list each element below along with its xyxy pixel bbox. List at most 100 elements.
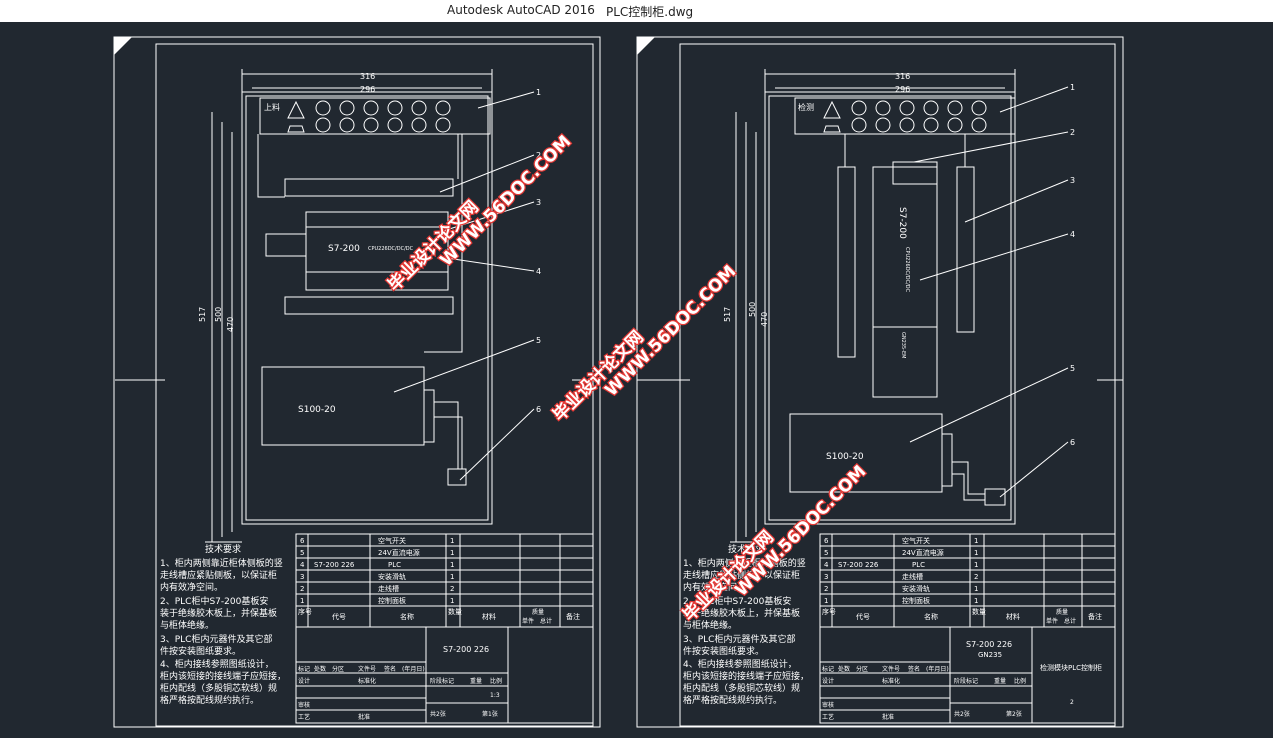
svg-text:审核: 审核	[298, 701, 310, 709]
svg-text:装于绝缘胶木板上，并保基板: 装于绝缘胶木板上，并保基板	[683, 607, 800, 619]
title-block-left: S7-200 226 标记 处数 分区 文件号 签名 (年月日) 设计 标准化 …	[295, 626, 594, 724]
sheet-outer-border	[113, 36, 601, 728]
svg-text:CPU226DC/DC/DC: CPU226DC/DC/DC	[904, 247, 910, 293]
file-title: PLC控制柜.dwg	[606, 5, 694, 19]
svg-text:1: 1	[450, 597, 454, 605]
sheet-inner-border	[679, 43, 1116, 727]
air-switch	[447, 468, 467, 486]
svg-text:GN235-EM: GN235-EM	[900, 332, 906, 358]
power-supply	[789, 413, 943, 493]
svg-text:格严格按配线规约执行。: 格严格按配线规约执行。	[160, 694, 259, 706]
svg-text:件按安装图纸要求。: 件按安装图纸要求。	[683, 645, 764, 657]
svg-text:空气开关: 空气开关	[378, 536, 406, 545]
svg-text:2: 2	[300, 585, 304, 593]
svg-text:内有效净空间。: 内有效净空间。	[160, 581, 223, 593]
cabinet-outline	[241, 91, 493, 525]
svg-text:4: 4	[824, 561, 829, 569]
svg-text:3: 3	[824, 573, 828, 581]
svg-text:1、柜内两侧靠近柜体侧板的竖: 1、柜内两侧靠近柜体侧板的竖	[160, 557, 283, 569]
wire-duct-right	[956, 166, 975, 333]
svg-text:装于绝缘胶木板上，并保基板: 装于绝缘胶木板上，并保基板	[160, 607, 277, 619]
svg-text:柜内该短接的接线端子应短接，: 柜内该短接的接线端子应短接，	[683, 670, 809, 682]
panel-label: 检测	[798, 102, 814, 112]
svg-text:1: 1	[450, 537, 454, 545]
svg-text:S7-200 226: S7-200 226	[838, 561, 879, 569]
indicator-lamps	[851, 100, 987, 133]
drawing-name: 检测模块PLC控制柜	[1040, 663, 1102, 672]
svg-text:批准: 批准	[358, 713, 370, 721]
dim-width-outer: 316	[360, 72, 375, 81]
balloon-1: 1	[536, 88, 541, 97]
wire-duct-top	[284, 178, 454, 197]
svg-text:5: 5	[824, 549, 828, 557]
svg-text:设计: 设计	[298, 677, 310, 685]
svg-text:空气开关: 空气开关	[902, 536, 930, 545]
svg-text:柜内配线（多股铜芯软线）规: 柜内配线（多股铜芯软线）规	[683, 682, 800, 694]
svg-text:处数: 处数	[838, 665, 850, 673]
svg-text:与柜体绝缘。: 与柜体绝缘。	[160, 619, 214, 631]
svg-text:比例: 比例	[490, 677, 502, 685]
sheet-corner-mark	[637, 37, 655, 55]
svg-text:数量: 数量	[448, 607, 462, 616]
dim-height-2: 500	[214, 307, 223, 322]
svg-text:1: 1	[974, 597, 978, 605]
svg-text:备注: 备注	[566, 612, 580, 621]
svg-text:走线槽: 走线槽	[378, 584, 399, 593]
svg-text:24V直流电源: 24V直流电源	[378, 548, 420, 557]
svg-text:6: 6	[1070, 438, 1075, 447]
svg-text:2: 2	[1070, 128, 1075, 137]
svg-text:重量: 重量	[470, 677, 482, 685]
svg-text:内有效净空间。: 内有效净空间。	[683, 581, 746, 593]
svg-text:安装滑轨: 安装滑轨	[378, 572, 406, 581]
svg-text:第2张: 第2张	[1006, 710, 1022, 718]
svg-text:4: 4	[300, 561, 305, 569]
svg-text:500: 500	[748, 302, 757, 317]
svg-text:走线槽应紧贴侧板，以保证柜: 走线槽应紧贴侧板，以保证柜	[160, 569, 277, 581]
svg-text:标准化: 标准化	[358, 677, 376, 685]
svg-text:走线槽应紧贴侧板，以保证柜: 走线槽应紧贴侧板，以保证柜	[683, 569, 800, 581]
app-title: Autodesk AutoCAD 2016	[447, 3, 595, 17]
sheet-inner-border	[155, 43, 594, 727]
control-panel	[259, 97, 491, 135]
svg-text:批准: 批准	[882, 713, 894, 721]
svg-text:数量: 数量	[972, 607, 986, 616]
plc-model-label: CPU226DC/DC/DC	[368, 246, 414, 252]
dim-width-inner: 296	[360, 85, 375, 94]
svg-text:6: 6	[300, 537, 305, 545]
sheet-corner-mark	[114, 37, 132, 55]
svg-text:格严格按配线规约执行。: 格严格按配线规约执行。	[683, 694, 782, 706]
svg-text:1: 1	[450, 549, 454, 557]
svg-text:处数: 处数	[314, 665, 326, 673]
svg-text:GN235: GN235	[978, 651, 1002, 659]
svg-text:2、PLC柜中S7-200基板安: 2、PLC柜中S7-200基板安	[160, 595, 268, 607]
svg-text:2: 2	[450, 585, 454, 593]
svg-text:2: 2	[1070, 699, 1074, 706]
tech-requirements: 技术要求 1、柜内两侧靠近柜体侧板的竖 走线槽应紧贴侧板，以保证柜 内有效净空间…	[683, 543, 809, 706]
bom-table-right: 6 空气开关 1 5 24V直流电源 1 4 S7-200 226 PLC 1 …	[819, 533, 1116, 628]
svg-text:控制面板: 控制面板	[902, 596, 930, 605]
svg-text:文件号: 文件号	[882, 665, 900, 673]
svg-text:2: 2	[824, 585, 828, 593]
drawing-number: S7-200 226	[443, 645, 489, 654]
svg-text:比例: 比例	[1014, 677, 1026, 685]
svg-text:走线槽: 走线槽	[902, 572, 923, 581]
wire-duct-left	[837, 166, 856, 358]
svg-text:3: 3	[1070, 176, 1075, 185]
svg-text:S7-200 226: S7-200 226	[314, 561, 355, 569]
dim-height-1: 517	[198, 307, 207, 322]
drawing-canvas[interactable]: 316 296 517 500 470 上料 S7-200 CPU226DC/D…	[0, 22, 1273, 734]
svg-text:WWW.56DOC.COM: WWW.56DOC.COM	[436, 132, 575, 271]
svg-text:代号: 代号	[332, 612, 346, 621]
balloon-6: 6	[536, 405, 541, 414]
svg-text:4: 4	[1070, 230, 1075, 239]
svg-text:2、PLC柜中S7-200基板安: 2、PLC柜中S7-200基板安	[683, 595, 791, 607]
svg-text:5: 5	[300, 549, 304, 557]
svg-text:6: 6	[824, 537, 829, 545]
svg-text:470: 470	[760, 312, 769, 327]
svg-text:工艺: 工艺	[298, 713, 310, 721]
svg-text:S100-20: S100-20	[826, 452, 864, 462]
svg-text:质量: 质量	[1056, 608, 1068, 616]
panel-label: 上料	[264, 102, 280, 112]
svg-text:1: 1	[974, 585, 978, 593]
svg-text:材料: 材料	[1006, 612, 1020, 621]
